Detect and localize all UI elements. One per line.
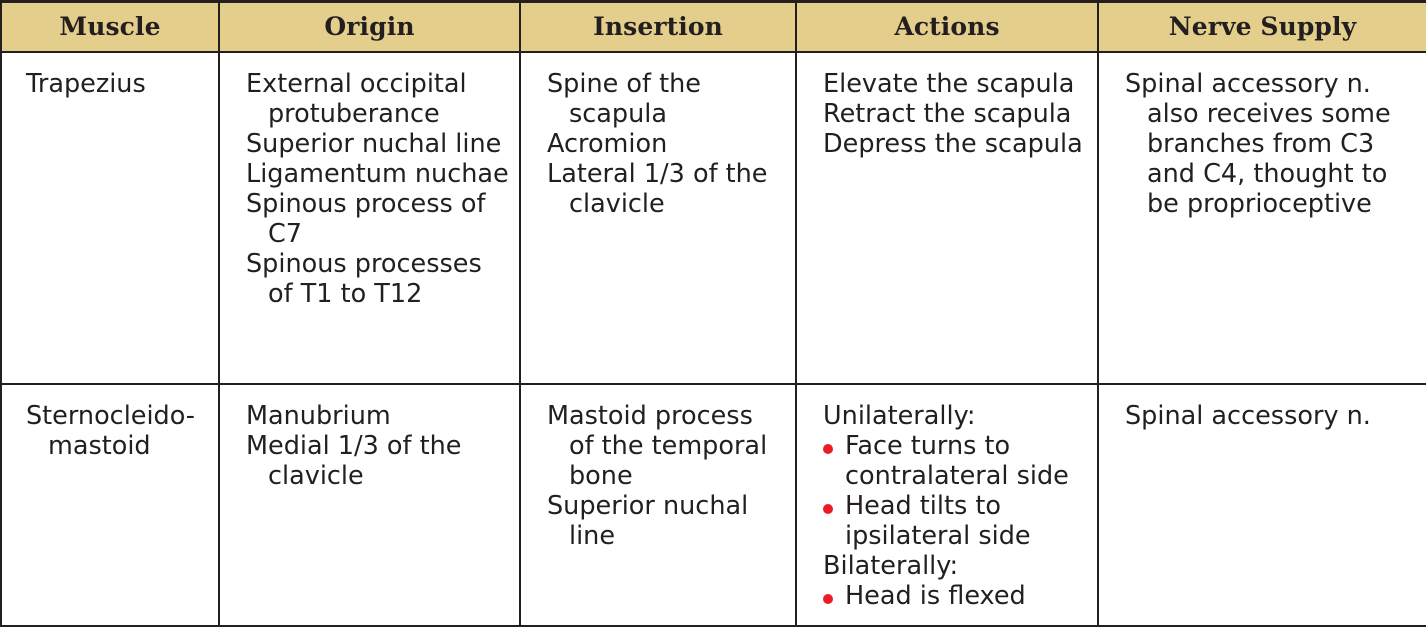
list-item: External occipital protuberance	[246, 69, 467, 129]
actions-group-heading: Unilaterally:	[823, 401, 976, 431]
list-item: Acromion	[547, 129, 668, 159]
table-header: Muscle Origin Insertion Actions Nerve Su…	[0, 0, 1426, 53]
actions-list: Unilaterally: Face turns to contralatera…	[797, 385, 1097, 617]
column-header-insertion: Insertion	[519, 0, 797, 53]
table-row: Sternocleido-mastoid Manubrium Medial 1/…	[0, 383, 1426, 627]
list-item: Medial 1/3 of the clavicle	[246, 431, 462, 491]
actions-list: Elevate the scapula Retract the scapula …	[797, 53, 1097, 165]
cell-actions: Unilaterally: Face turns to contralatera…	[795, 383, 1099, 627]
list-item: Head is flexed	[823, 581, 1087, 611]
bullet-icon	[823, 444, 833, 454]
cell-nerve-supply: Spinal accessory n. also receives some b…	[1097, 51, 1426, 385]
cell-muscle: Trapezius	[0, 51, 220, 385]
insertion-list: Spine of the scapula Acromion Lateral 1/…	[521, 53, 795, 225]
list-item: Elevate the scapula	[823, 69, 1075, 99]
list-item: Lateral 1/3 of the clavicle	[547, 159, 768, 219]
cell-origin: External occipital protuberance Superior…	[218, 51, 521, 385]
list-item-label: Face turns to contralateral side	[845, 431, 1069, 491]
list-item: Mastoid process of the temporal bone	[547, 401, 768, 491]
header-row: Muscle Origin Insertion Actions Nerve Su…	[0, 0, 1426, 53]
list-item: Spinal accessory n.	[1125, 401, 1371, 431]
muscle-name-list: Sternocleido-mastoid	[2, 385, 218, 467]
cell-muscle: Sternocleido-mastoid	[0, 383, 220, 627]
column-header-nerve-supply: Nerve Supply	[1097, 0, 1426, 53]
column-header-actions: Actions	[795, 0, 1099, 53]
list-item: Head tilts to ipsilateral side	[823, 491, 1087, 551]
list-item: Spine of the scapula	[547, 69, 701, 129]
nerve-supply-list: Spinal accessory n. also receives some b…	[1099, 53, 1426, 225]
list-item: Spinous processes of T1 to T12	[246, 249, 482, 309]
origin-list: External occipital protuberance Superior…	[220, 53, 519, 315]
list-item-label: Head is flexed	[845, 581, 1026, 611]
muscle-name-list: Trapezius	[2, 53, 218, 105]
table-body: Trapezius External occipital protuberanc…	[0, 51, 1426, 627]
origin-list: Manubrium Medial 1/3 of the clavicle	[220, 385, 519, 497]
cell-nerve-supply: Spinal accessory n.	[1097, 383, 1426, 627]
muscle-name: Sternocleido-mastoid	[26, 401, 196, 461]
table-row: Trapezius External occipital protuberanc…	[0, 51, 1426, 385]
actions-group-heading: Bilaterally:	[823, 551, 959, 581]
list-item: Superior nuchal line	[246, 129, 502, 159]
list-item: Ligamentum nuchae	[246, 159, 509, 189]
insertion-list: Mastoid process of the temporal bone Sup…	[521, 385, 795, 557]
list-item: Spinal accessory n. also receives some b…	[1125, 69, 1391, 219]
list-item: Spinous process of C7	[246, 189, 486, 249]
list-item: Face turns to contralateral side	[823, 431, 1087, 491]
list-item: Retract the scapula	[823, 99, 1072, 129]
list-item: Manubrium	[246, 401, 391, 431]
cell-insertion: Mastoid process of the temporal bone Sup…	[519, 383, 797, 627]
nerve-supply-list: Spinal accessory n.	[1099, 385, 1426, 437]
cell-insertion: Spine of the scapula Acromion Lateral 1/…	[519, 51, 797, 385]
list-item-label: Head tilts to ipsilateral side	[845, 491, 1031, 551]
column-header-muscle: Muscle	[0, 0, 220, 53]
column-header-origin: Origin	[218, 0, 521, 53]
cell-origin: Manubrium Medial 1/3 of the clavicle	[218, 383, 521, 627]
bullet-icon	[823, 594, 833, 604]
list-item: Depress the scapula	[823, 129, 1083, 159]
bullet-icon	[823, 504, 833, 514]
cell-actions: Elevate the scapula Retract the scapula …	[795, 51, 1099, 385]
list-item: Superior nuchal line	[547, 491, 749, 551]
muscle-name: Trapezius	[26, 69, 146, 99]
